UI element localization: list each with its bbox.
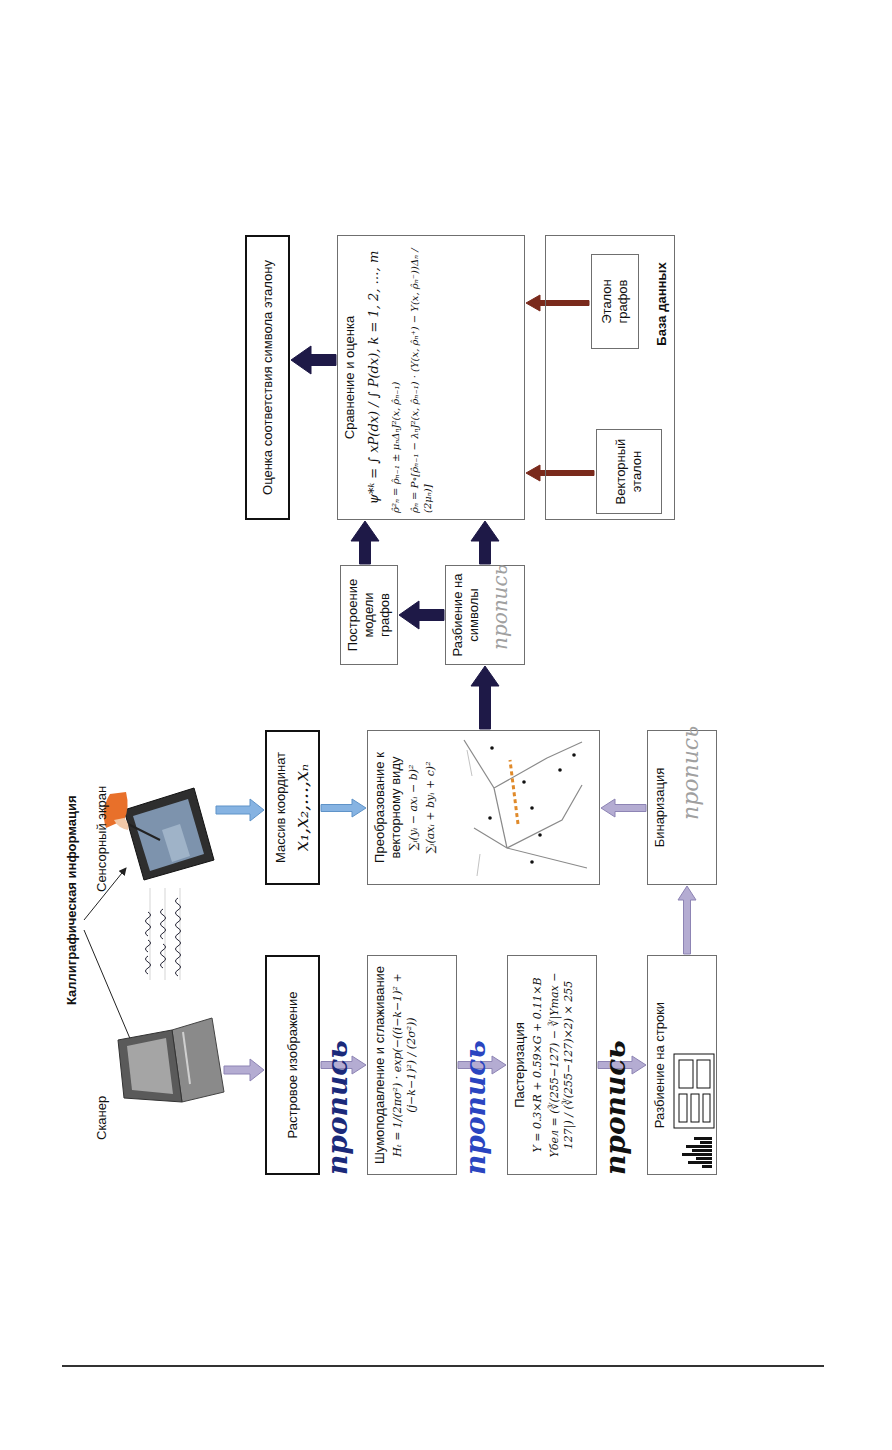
box-title: Сравнение и оценка xyxy=(342,242,358,513)
arrow-shape xyxy=(321,799,366,817)
box-title: Массив координат xyxy=(273,738,289,877)
box-title: Растровое изображение xyxy=(285,963,301,1167)
diagram-title: Каллиграфическая информация xyxy=(64,795,79,1005)
formula-text: ∑ᵢ(axᵢ + byᵢ + c)² xyxy=(424,737,438,878)
input-arrow xyxy=(224,1059,264,1081)
handwriting-sample: пропись xyxy=(490,564,510,650)
arrow-shape xyxy=(526,295,589,311)
footer-line xyxy=(62,1365,824,1367)
arrow-shape xyxy=(291,346,336,374)
formula-text: ∑ᵢ(yᵢ − axᵢ − b)² xyxy=(407,737,421,878)
arrow-shape xyxy=(471,666,499,729)
formula-text: Hₜ = 1/(2πσ²) · exp(−((i−k−1)² + (j−k−1)… xyxy=(391,962,420,1168)
box-title: Оценка соответствия символа эталону xyxy=(260,243,276,512)
device-label: Сканер xyxy=(94,1096,109,1140)
formula-text: ρ̂²ₙ = ρ̂ₙ₋₁ ± μₙΔₙJ²(x, ρ̂ₙ₋₁) xyxy=(389,242,402,513)
flow-arrow xyxy=(351,521,379,564)
handwriting-sample: пропись xyxy=(680,726,702,820)
box-title: Бинаризация xyxy=(652,737,668,878)
handwriting-sample: пропись xyxy=(602,1040,630,1175)
flow-arrow xyxy=(471,521,499,564)
compare-box: Сравнение и оценка ψ*ᵏ = ∫ xP(dx) / ∫ P(d… xyxy=(337,235,525,520)
formula-text: ψ*ᵏ = ∫ xP(dx) / ∫ P(dx), k = 1, 2, …, m xyxy=(366,242,383,513)
flow-arrow xyxy=(526,295,589,311)
graph-model-box: Построение модели графов xyxy=(340,565,398,665)
vectorize-box: Преобразование к векторному виду∑ᵢ(yᵢ − … xyxy=(367,730,600,885)
formula-text: ρ̂ₙ = P∘[ρ̂ₙ₋₁ − λₙJ²(x, ρ̂ₙ₋₁) · (Y(x, … xyxy=(408,242,434,513)
handwriting-sample xyxy=(146,888,181,980)
box-title: Эталон графов xyxy=(599,261,631,342)
arrow-shape xyxy=(399,601,444,629)
grayscale-box: ПастеризацияY = 0.3×R + 0.59×G + 0.11×BY… xyxy=(507,955,597,1175)
graph-template-box: Эталон графов xyxy=(591,254,639,349)
device-label: Сенсорный экран xyxy=(94,786,109,892)
flow-arrow xyxy=(601,799,646,817)
arrow-shape xyxy=(678,886,696,954)
tablet-icon xyxy=(104,788,214,880)
raster-box: Растровое изображение xyxy=(265,955,320,1175)
flow-arrow xyxy=(321,799,366,817)
handwriting-sample: пропись xyxy=(462,1040,490,1175)
arrow-shape xyxy=(471,521,499,564)
vector-template-box: Векторный эталон xyxy=(596,429,662,514)
flow-arrow xyxy=(526,465,594,481)
box-title: Построение модели графов xyxy=(345,572,393,658)
box-title: База данных xyxy=(654,239,670,369)
flow-arrow xyxy=(678,886,696,954)
leader-arrow xyxy=(84,930,134,1048)
layout-icon xyxy=(674,1054,714,1128)
result-box: Оценка соответствия символа эталону xyxy=(245,235,290,520)
coords-box: Массив координатx₁,x₂,…,xₙ xyxy=(265,730,320,885)
denoise-box: Шумоподавление и сглаживаниеHₜ = 1/(2πσ²… xyxy=(367,955,457,1175)
box-title: Разбиение на символы xyxy=(450,572,482,658)
arrow-shape xyxy=(526,465,594,481)
input-arrow xyxy=(216,799,264,821)
box-title: Векторный эталон xyxy=(613,436,645,507)
arrow-shape xyxy=(601,799,646,817)
formula-text: x₁,x₂,…,xₙ xyxy=(291,738,313,877)
box-title: Преобразование к векторному виду xyxy=(372,737,404,878)
arrow-shape xyxy=(351,521,379,564)
handwriting-sample: пропись xyxy=(324,1040,352,1175)
line-split-box: Разбиение на строки xyxy=(647,955,717,1175)
flow-arrow xyxy=(291,346,336,374)
box-title: Пастеризация xyxy=(512,962,528,1168)
database-panel: База данныхВекторный эталон Эталон графов xyxy=(545,235,675,520)
vector-chart xyxy=(464,740,587,876)
box-title: Шумоподавление и сглаживание xyxy=(372,962,388,1168)
scanner-icon xyxy=(118,1018,224,1102)
box-title: Разбиение на строки xyxy=(652,962,668,1168)
flow-arrow xyxy=(399,601,444,629)
formula-text: Y = 0.3×R + 0.59×G + 0.11×B xyxy=(531,962,545,1168)
symbol-split-box: Разбиение на символы xyxy=(445,565,525,665)
diagram-stage: Каллиграфическая информацияРастровое изо… xyxy=(62,230,722,1180)
formula-text: Yбел = (∛(255−127) − ∛|Ymax − 127|) / (∛… xyxy=(548,962,577,1168)
flow-arrow xyxy=(471,666,499,729)
histogram-icon xyxy=(682,1137,712,1168)
